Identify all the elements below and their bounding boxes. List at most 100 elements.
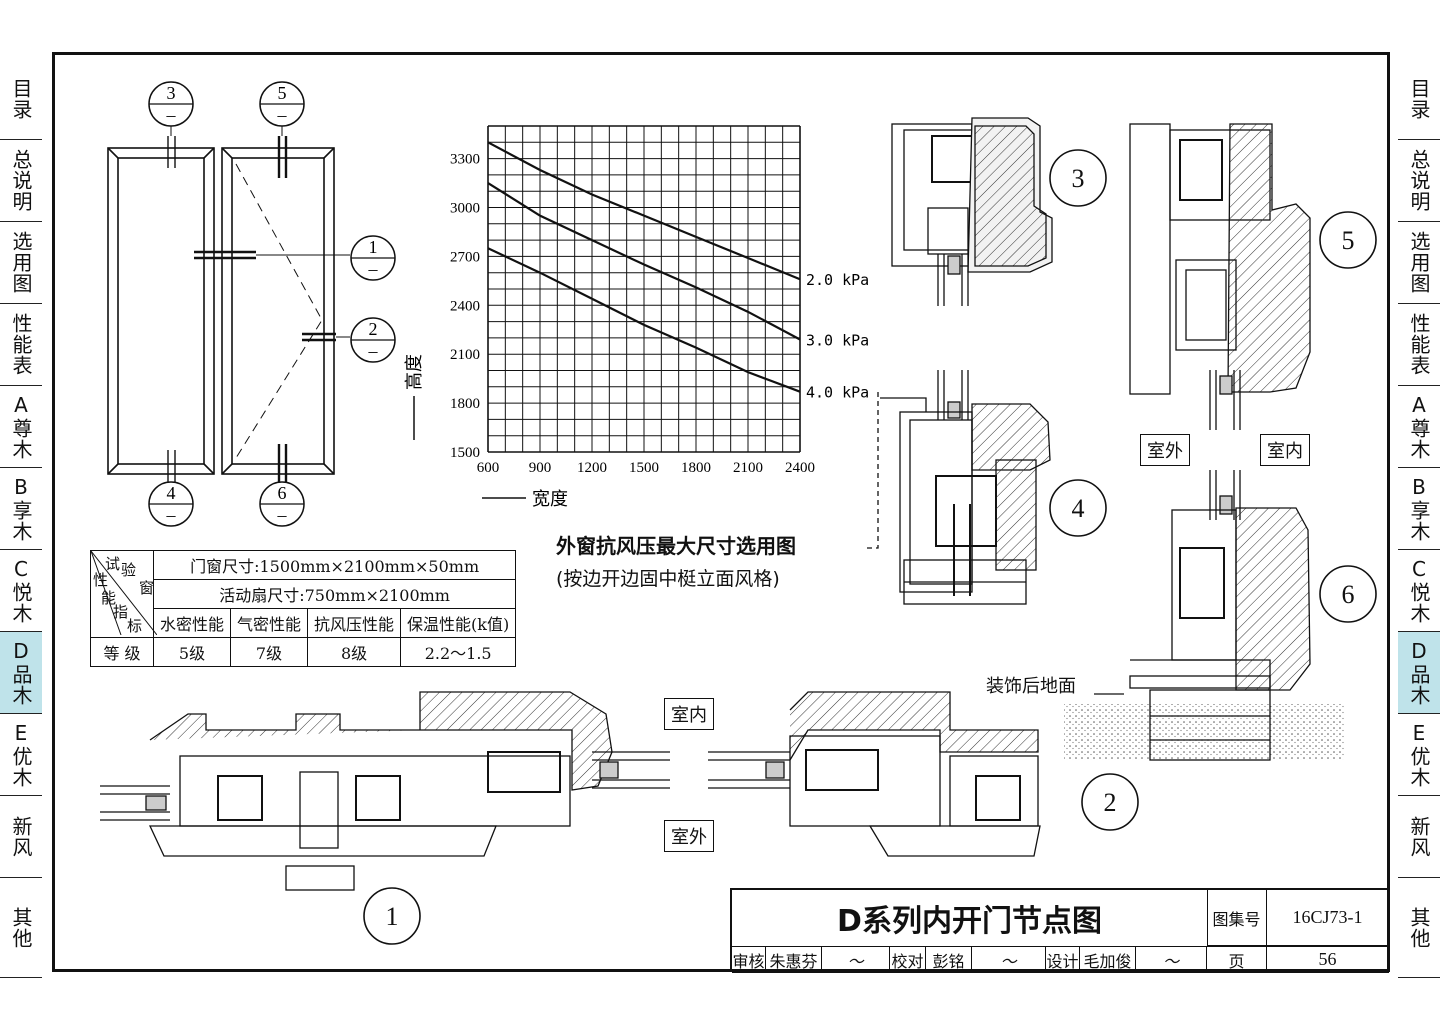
detail-6-number: 6	[1342, 580, 1355, 609]
tab-item[interactable]: A尊木	[0, 386, 42, 468]
series-line	[487, 247, 801, 393]
diag-label: 指	[113, 603, 129, 621]
title-block: D系列内开门节点图 图集号 16CJ73-1 审核 朱惠芬 〜 校对 彭铭 〜 …	[730, 888, 1389, 973]
tab-label: 其他	[9, 906, 33, 949]
tab-item[interactable]: B享木	[1398, 468, 1440, 550]
outdoor-label-5: 室外	[1140, 434, 1190, 466]
callout-sub: –	[166, 505, 177, 525]
detail-6-marker	[1319, 565, 1377, 623]
tab-item[interactable]: 性能表	[0, 304, 42, 386]
detail-1-number: 1	[386, 902, 399, 931]
series-line	[487, 141, 801, 281]
tab-item[interactable]: C悦木	[0, 550, 42, 632]
detail-5-marker	[1319, 211, 1377, 269]
tab-item[interactable]: 选用图	[0, 222, 42, 304]
tab-label: 选用图	[1407, 231, 1431, 294]
callout-number: 5	[278, 83, 287, 103]
series-label: 3.0 kPa	[806, 332, 869, 350]
section-detail-3	[891, 117, 1053, 306]
detail-4-marker	[1049, 479, 1107, 537]
x-axis-label: 宽度	[532, 489, 568, 510]
x-tick-label: 1200	[577, 460, 607, 476]
tab-item[interactable]: A尊木	[1398, 386, 1440, 468]
atlas-label: 图集号	[1207, 890, 1267, 946]
detail-1-marker	[363, 887, 421, 945]
grade-cell: 8级	[307, 637, 402, 667]
tab-label: 性能表	[1407, 313, 1431, 376]
tab-label: D品木	[1407, 639, 1431, 706]
tab-label: E优木	[1407, 721, 1431, 788]
callout-number: 1	[369, 237, 378, 257]
tab-item[interactable]: 目录	[0, 58, 42, 140]
section-detail-4	[866, 370, 1051, 605]
detail-2-marker	[1081, 773, 1139, 831]
detail-5-number: 5	[1342, 226, 1355, 255]
checker-signature: 〜	[972, 947, 1046, 973]
tab-item[interactable]: 性能表	[1398, 304, 1440, 386]
series-line	[487, 182, 801, 341]
tab-item[interactable]: E优木	[1398, 714, 1440, 796]
x-tick-label: 1800	[681, 460, 711, 476]
tab-label: 其他	[1407, 906, 1431, 949]
reviewer-name: 朱惠芬	[766, 947, 822, 973]
check-label: 校对	[890, 947, 926, 973]
tab-item[interactable]: C悦木	[1398, 550, 1440, 632]
page-label: 页	[1207, 947, 1267, 973]
callout-sub: –	[368, 341, 379, 361]
tab-label: B享木	[9, 475, 33, 542]
callout-number: 6	[278, 483, 287, 503]
x-tick-label: 2100	[733, 460, 763, 476]
diag-label: 验	[121, 561, 137, 579]
designer-signature: 〜	[1136, 947, 1207, 973]
y-tick-label: 3000	[450, 201, 480, 217]
table-diag-header: 试 验 窗 性 能 指 标	[90, 550, 157, 638]
header-cell: 保温性能(k值)	[400, 608, 517, 638]
x-tick-label: 2400	[785, 460, 815, 476]
tab-item[interactable]: D品木	[0, 632, 42, 714]
x-tick-label: 900	[529, 460, 552, 476]
outdoor-label-1: 室外	[664, 820, 714, 852]
x-tick-label: 1500	[629, 460, 659, 476]
tab-item[interactable]: 选用图	[1398, 222, 1440, 304]
callout-sub: –	[277, 505, 288, 525]
callout-number: 2	[369, 319, 378, 339]
header-cell: 水密性能	[152, 608, 232, 638]
tab-item[interactable]: 新风	[1398, 796, 1440, 878]
callout-sub: –	[166, 105, 177, 125]
tab-item[interactable]: E优木	[0, 714, 42, 796]
drawing-title: D系列内开门节点图	[732, 890, 1208, 946]
chart-title: 外窗抗风压最大尺寸选用图	[556, 534, 796, 558]
tab-label: E优木	[9, 721, 33, 788]
tab-item[interactable]: D品木	[1398, 632, 1440, 714]
tab-item[interactable]: 其他	[1398, 878, 1440, 978]
door-size-cell: 门窗尺寸:1500mm×2100mm×50mm	[152, 550, 517, 580]
diag-label: 试	[105, 555, 121, 573]
detail-3-marker	[1049, 149, 1107, 207]
tab-item[interactable]: B享木	[0, 468, 42, 550]
tab-label: 新风	[1407, 815, 1431, 858]
design-label: 设计	[1046, 947, 1080, 973]
diag-lines	[91, 551, 157, 635]
tab-item[interactable]: 新风	[0, 796, 42, 878]
drawing-frame	[52, 52, 1390, 972]
tab-label: 选用图	[9, 231, 33, 294]
section-detail-1	[100, 691, 670, 891]
section-detail-2	[708, 691, 1041, 857]
tab-item[interactable]: 目录	[1398, 58, 1440, 140]
grade-cell: 5级	[152, 637, 232, 667]
tab-item[interactable]: 其他	[0, 878, 42, 978]
section-detail-5	[1129, 123, 1311, 430]
tab-item[interactable]: 总说明	[0, 140, 42, 222]
grade-cell: 7级	[230, 637, 309, 667]
checker-name: 彭铭	[926, 947, 972, 973]
review-label: 审核	[732, 947, 766, 973]
tab-item[interactable]: 总说明	[1398, 140, 1440, 222]
tab-label: D品木	[9, 639, 33, 706]
tab-label: A尊木	[1407, 393, 1431, 460]
x-tick-label: 600	[477, 460, 500, 476]
signature-row: 审核 朱惠芬 〜 校对 彭铭 〜 设计 毛加俊 〜 页 56	[732, 946, 1389, 973]
door-elevation	[107, 119, 350, 489]
